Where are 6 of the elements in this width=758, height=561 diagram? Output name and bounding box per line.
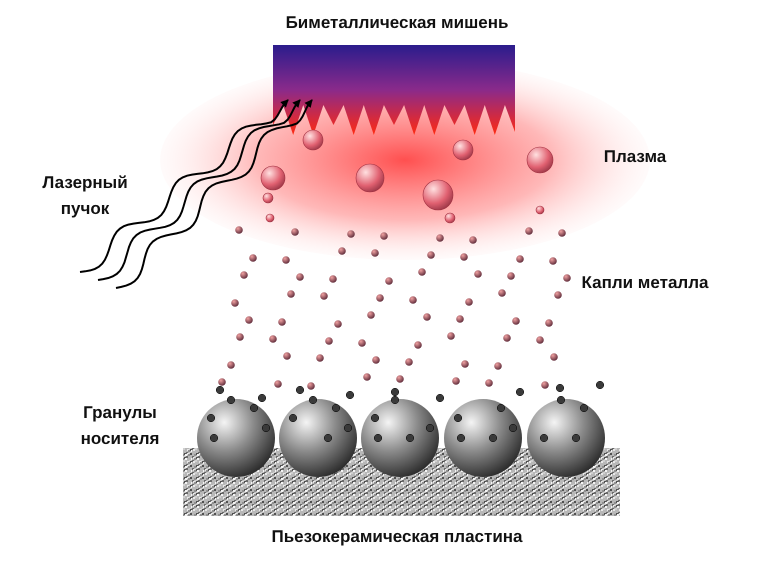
- part-label: Плазма: [602, 146, 668, 168]
- part-label: Пьезокерамическая пластина: [270, 526, 524, 548]
- part-label: Гранулы носителя: [80, 402, 160, 450]
- part-label: Лазерный пучок: [41, 172, 129, 220]
- part-label: Биметаллическая мишень: [284, 12, 510, 34]
- part-label: Капли металла: [580, 272, 710, 294]
